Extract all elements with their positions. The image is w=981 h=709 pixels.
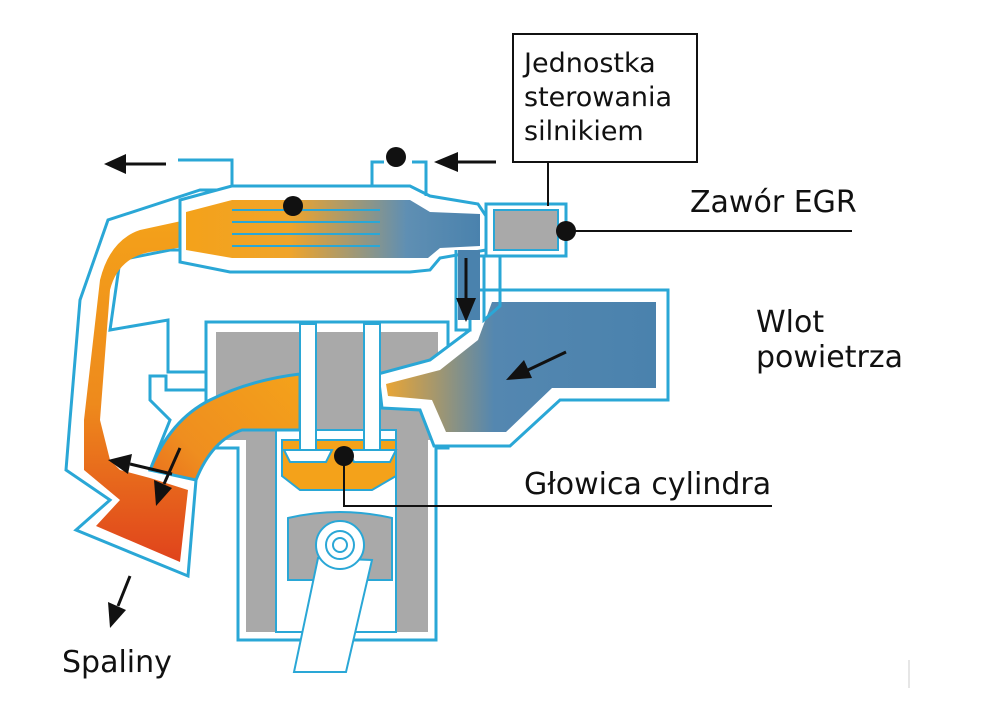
ecu-box: Jednostka sterowania silnikiem xyxy=(512,33,698,163)
flow-arrows xyxy=(104,152,567,628)
leader-lines xyxy=(343,163,852,507)
piston xyxy=(287,511,393,673)
valves xyxy=(282,323,398,463)
ecu-label-line: sterowania xyxy=(524,82,673,113)
air-intake-label-line2: powietrza xyxy=(756,340,903,375)
coolant-pipes xyxy=(178,158,428,196)
ecu-label-line: Jednostka xyxy=(524,48,656,79)
arrow-exhaust-out-top xyxy=(104,154,166,174)
marker-dots xyxy=(283,147,576,466)
arrow-exhaust-down xyxy=(154,447,182,506)
ecu-label: Jednostka sterowania silnikiem xyxy=(524,47,672,149)
cooler-tubes xyxy=(232,209,380,247)
arrow-intake-in xyxy=(506,350,567,380)
arrow-exhaust-left xyxy=(108,454,173,476)
egr-valve xyxy=(484,202,568,258)
ecu-label-line: silnikiem xyxy=(524,116,644,147)
exhaust-label: Spaliny xyxy=(62,645,172,680)
arrow-coolant-in xyxy=(434,152,496,172)
egr-valve-label: Zawór EGR xyxy=(690,185,857,220)
arrow-exhaust-out xyxy=(108,575,132,628)
egr-cooler-flow xyxy=(186,200,480,258)
exhaust-gas-flow xyxy=(84,210,232,562)
cylinder-head-label: Głowica cylindra xyxy=(524,467,772,502)
arrow-egr-down xyxy=(456,258,476,322)
air-intake-label-line1: Wlot xyxy=(756,305,825,340)
